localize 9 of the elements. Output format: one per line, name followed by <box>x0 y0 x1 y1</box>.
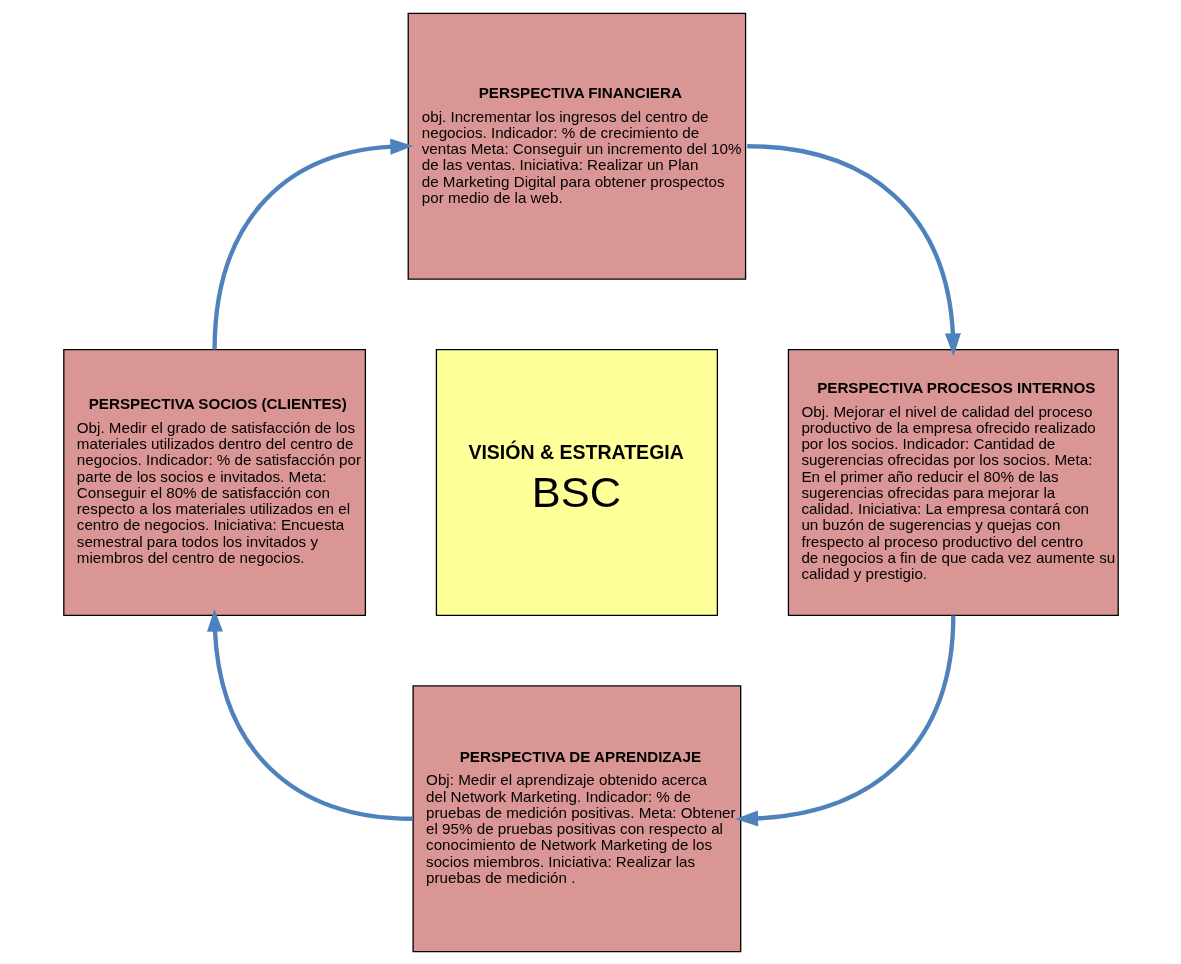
node-box: PERSPECTIVA SOCIOS (CLIENTES) Obj. Medir el grado de satisfacción de los materiales utilizados dentro del centro de negocios. Indicador: % de satisfacción por parte de los socios e invitados. Meta: Conseguir el 80% de satisfacción con respecto a los materiales utilizados en el centro de negocios. Iniciativa: Encuesta semestral para todos los invitados y miembros del centro de negocios. <box>62 348 366 616</box>
node-box: PERSPECTIVA FINANCIERA obj. Incrementar los ingresos del centro de negocios. Indicador: % de crecimiento de ventas Meta: Conseguir un incremento del 10% de las ventas. Iniciativa: Realizar un Plan de Marketing Digital para obtener prospectos por medio de la web. <box>407 12 746 280</box>
arrow <box>734 614 955 826</box>
node-box: PERSPECTIVA DE APRENDIZAJE Obj: Medir el aprendizaje obtenido acerca del Network Marketing. Indicador: % de pruebas de medición positivas. Meta: Obtener el 95% de pruebas positivas con respecto al conocimiento de Network Marketing de los socios miembros. Iniciativa: Realizar las pruebas de medición . <box>411 684 741 952</box>
arrow <box>211 138 413 350</box>
node-box: PERSPECTIVA PROCESOS INTERNOS Obj. Mejorar el nivel de calidad del proceso productivo de la empresa ofrecido realizado por los socios. Indicador: Cantidad de sugerencias ofrecidas por los socios. Meta: En el primer año reducir el 80% de las sugerencias ofrecidas para mejorar la calidad. Iniciativa: La empresa contará con un buzón de sugerencias y quejas con frespecto al proceso productivo del centro de negocios a fin de que cada vez aumente su calidad y prestigio. <box>787 348 1119 616</box>
arrow <box>746 143 961 356</box>
arrow <box>206 608 412 821</box>
node-box: VISIÓN & ESTRATEGIA BSC <box>435 348 718 616</box>
